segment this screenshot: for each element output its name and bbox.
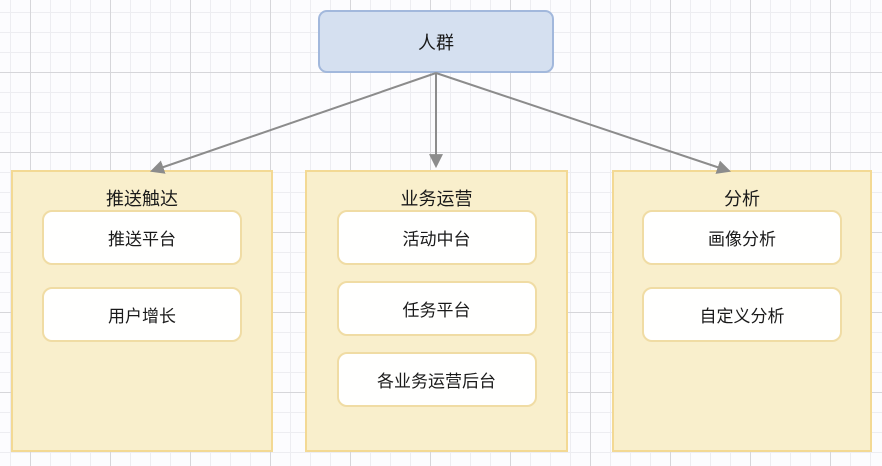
node-task-platform[interactable]: 任务平台 — [336, 281, 537, 336]
node-crowd[interactable]: 人群 — [318, 10, 554, 73]
group-push-reach[interactable]: 推送触达 推送平台 用户增长 — [11, 170, 273, 452]
group-business-operations[interactable]: 业务运营 活动中台 任务平台 各业务运营后台 — [305, 170, 568, 452]
node-user-growth[interactable]: 用户增长 — [42, 287, 242, 342]
group-analysis-title: 分析 — [724, 189, 760, 209]
node-crowd-label: 人群 — [418, 32, 454, 53]
group-analysis[interactable]: 分析 画像分析 自定义分析 — [612, 170, 872, 452]
group-push-reach-title: 推送触达 — [106, 189, 178, 209]
node-push-platform[interactable]: 推送平台 — [42, 210, 242, 265]
node-portrait-analysis[interactable]: 画像分析 — [642, 210, 842, 265]
group-business-operations-title: 业务运营 — [400, 189, 473, 209]
node-activity-platform[interactable]: 活动中台 — [336, 210, 537, 265]
node-custom-analysis[interactable]: 自定义分析 — [642, 287, 842, 342]
connector-crowd-to-push-reach[interactable] — [150, 72, 437, 174]
connector-crowd-to-analysis[interactable] — [435, 72, 731, 174]
node-business-ops-backends[interactable]: 各业务运营后台 — [336, 352, 537, 407]
